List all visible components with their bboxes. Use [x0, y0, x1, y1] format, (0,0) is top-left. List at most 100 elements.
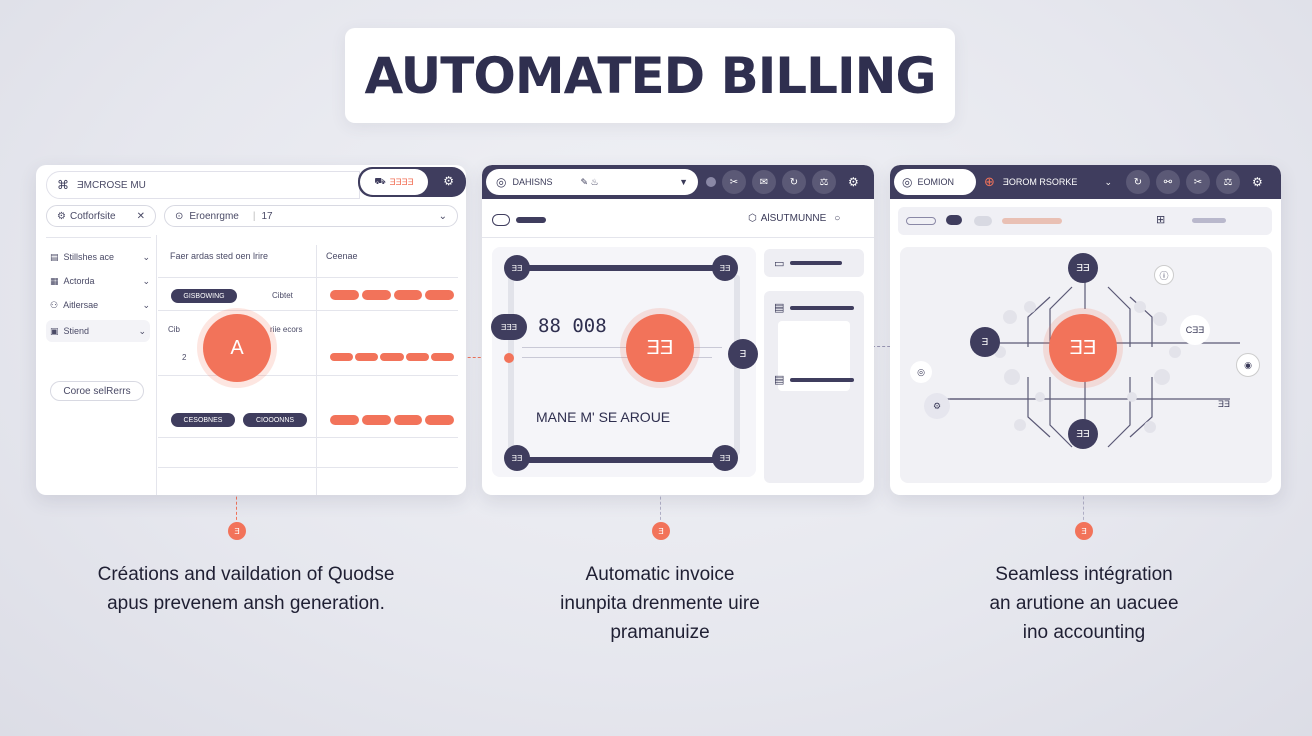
right-node-label[interactable]: CƎƎ — [1180, 315, 1210, 345]
row3-label: 2 — [182, 353, 187, 362]
row4-badge-1[interactable]: CESOBNES — [171, 413, 235, 427]
invoice-left-node[interactable]: ƎƎƎ — [491, 314, 527, 340]
invoice-right-node[interactable]: Ǝ — [728, 339, 758, 369]
settings-icon[interactable]: ⚙ — [1252, 175, 1263, 189]
tool-icon[interactable]: ✂ — [722, 170, 746, 194]
sidebar-action-button[interactable]: Coroe selRerrs — [50, 381, 144, 401]
caption-line: Automatic invoice — [585, 564, 735, 585]
side-card-1[interactable]: ▭ — [764, 249, 864, 277]
row1-status-bar — [330, 290, 454, 300]
filter-chip-1[interactable] — [906, 217, 936, 225]
chevron-down-icon: ⌄ — [438, 210, 447, 222]
row1-badge[interactable]: GISBOWING — [171, 289, 237, 303]
card-node-bl[interactable]: ƎƎ — [504, 445, 530, 471]
list-icon: ▤ — [50, 251, 59, 262]
view-icon[interactable]: ⊞ — [1156, 214, 1166, 226]
card-top-bar — [514, 265, 736, 271]
quote-search-button[interactable]: ⛟ ƎƎƎƎ — [360, 169, 428, 195]
tool-icon[interactable]: ✂ — [1186, 170, 1210, 194]
side-row-2[interactable]: ▤ — [774, 373, 854, 386]
card-node-br[interactable]: ƎƎ — [712, 445, 738, 471]
row-divider-1 — [158, 277, 458, 278]
status-segment — [405, 353, 429, 361]
side-row-bar — [790, 305, 854, 310]
card-code: 88 008 — [538, 315, 607, 337]
status-segment — [393, 415, 423, 425]
sidebar-item-3[interactable]: ⚇ Aitlersae ⌄ — [50, 299, 150, 311]
caption-line: an arutione an uacuee — [989, 593, 1179, 614]
settings-icon[interactable]: ⚙ — [443, 174, 454, 188]
toggle-icon — [492, 214, 510, 226]
card-holder-name: MANE M' SE AROUE — [536, 409, 671, 425]
page-title: AUTOMATED BILLING — [364, 46, 936, 105]
gear-node-icon[interactable]: ⚙ — [924, 393, 950, 419]
side-row-1[interactable]: ▤ — [774, 301, 854, 314]
quote-toolbar: ⛟ ƎƎƎƎ ⚙ — [358, 167, 466, 197]
network-node-top[interactable]: ƎƎ — [1068, 253, 1098, 283]
column-header-1: Faer ardas sted oen lrire — [170, 251, 269, 261]
caption-line: ino accounting — [1022, 622, 1146, 643]
accounting-toolbar: ↻ ⚯ ✂ ⚖ ⚙ — [1126, 170, 1263, 194]
sidebar-top-item[interactable]: ⚙ Cotforfsite ✕ — [46, 205, 156, 227]
quote-highlight-node[interactable]: A — [203, 314, 271, 382]
network-node-bottom[interactable]: ƎƎ — [1068, 419, 1098, 449]
caption-invoice: Automatic invoice inunpita drenmente uir… — [482, 560, 838, 647]
status-segment — [330, 290, 359, 300]
invoice-search-bar[interactable]: ◎ DAHISNS ✎ ♨ ▼ — [486, 169, 698, 195]
connector-dot — [504, 353, 514, 363]
caption-line: inunpita drenmente uire — [560, 593, 760, 614]
caption-line: Seamless intégration — [995, 564, 1173, 585]
card-bottom-bar — [514, 457, 736, 463]
sidebar-item-1[interactable]: ▤ Stillshes ace ⌄ — [50, 251, 150, 263]
chat-icon[interactable]: ✉ — [752, 170, 776, 194]
toggle-control[interactable] — [492, 211, 552, 229]
hexagon-icon: ⬡ — [748, 213, 757, 224]
accounting-brand[interactable]: ◎ EOMION — [894, 169, 976, 195]
sidebar-item-2[interactable]: ▦ Actorda ⌄ — [50, 275, 150, 287]
row-divider-5 — [158, 467, 458, 468]
row4-badge-2[interactable]: CIOOONNS — [243, 413, 307, 427]
caption-quote: Créations and vaildation of Quodse apus … — [36, 560, 456, 618]
sidebar-item-4[interactable]: ▣ Stiend ⌄ — [46, 320, 150, 342]
invoice-highlight-node[interactable]: ƎƎ — [626, 314, 694, 382]
row-divider-3 — [158, 375, 458, 376]
link-icon[interactable]: ⚯ — [1156, 170, 1180, 194]
invoice-title: ⬡ AlSUTMUNNE ○ — [748, 213, 841, 224]
card-node-tl[interactable]: ƎƎ — [504, 255, 530, 281]
card-icon: ▭ — [774, 257, 785, 270]
chevron-down-icon: ⌄ — [142, 275, 150, 286]
status-segment — [330, 415, 359, 425]
filter-toggle[interactable] — [974, 216, 992, 226]
caption-line: pramanuize — [610, 622, 710, 643]
network-node-left[interactable]: Ǝ — [970, 327, 1000, 357]
accounting-highlight-node[interactable]: ƎƎ — [1049, 314, 1117, 382]
refresh-icon[interactable]: ↻ — [1126, 170, 1150, 194]
chevron-down-icon: ⌄ — [142, 251, 150, 262]
card-node-tr[interactable]: ƎƎ — [712, 255, 738, 281]
accounting-filter-bar: ⊞ — [898, 207, 1272, 235]
quote-search-bar[interactable]: ⌘ ƎMCROSE MU — [46, 171, 360, 199]
left-node-icon[interactable]: ◎ — [910, 361, 932, 383]
info-icon[interactable]: ⓘ — [1154, 265, 1174, 285]
accounting-search[interactable]: ⊕ ƎOROM RSORKE ⌄ — [984, 174, 1112, 189]
filter-chip-2[interactable] — [946, 215, 962, 225]
header-divider — [482, 237, 874, 238]
settings-icon[interactable]: ⚙ — [848, 175, 859, 189]
quote-topbar: ⌘ ƎMCROSE MU ⛟ ƎƎƎƎ ⚙ — [36, 165, 466, 199]
status-segment — [425, 290, 454, 300]
row-divider-2 — [158, 310, 458, 311]
row2-text: riie ecors — [270, 325, 303, 334]
caption-line: apus prevenem ansh generation. — [107, 593, 385, 614]
logo-icon: ◎ — [496, 175, 507, 189]
refresh-icon[interactable]: ↻ — [782, 170, 806, 194]
status-segment — [355, 353, 379, 361]
scale-icon[interactable]: ⚖ — [1216, 170, 1240, 194]
title-banner: AUTOMATED BILLING — [345, 28, 955, 123]
column-header-2: Ceenae — [326, 251, 358, 261]
filter-select[interactable]: ⊙ Eroenrgme | 17 ⌄ — [164, 205, 458, 227]
scale-icon[interactable]: ⚖ — [812, 170, 836, 194]
circle-icon: ○ — [834, 213, 841, 224]
arrow-node-icon[interactable]: ◉ — [1236, 353, 1260, 377]
row-divider-4 — [158, 437, 458, 438]
doc-icon: ▤ — [774, 302, 785, 314]
